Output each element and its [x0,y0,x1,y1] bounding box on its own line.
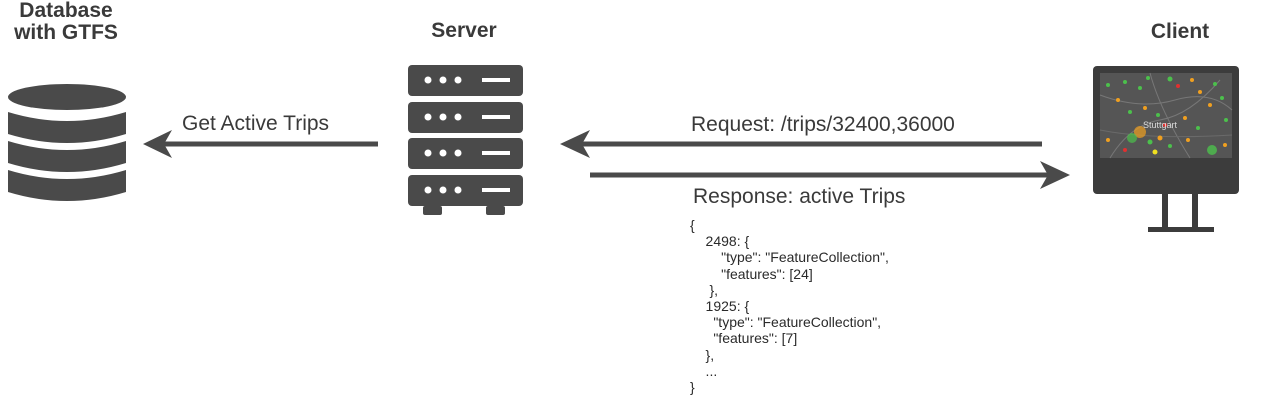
database-title-line1: Database [19,0,113,22]
arrow-response [590,161,1070,189]
server-title: Server [431,19,497,42]
json-line: } [690,379,695,396]
json-line: }, [690,281,719,298]
arrow-request [560,130,1042,158]
json-line: ... [690,362,718,379]
client-title: Client [1150,20,1210,43]
json-line: "type": "FeatureCollection", [690,314,882,331]
json-line: "features": [7] [690,330,798,347]
json-line: 1925: { [690,298,750,315]
get-active-trips-label: Get Active Trips [182,112,330,135]
server-icon [408,65,523,215]
response-label: Response: active Trips [693,185,906,208]
database-title-line2: with GTFS [14,21,118,44]
map-city-label: Stuttgart [1143,120,1178,130]
json-line: }, [690,346,715,363]
json-line: 2498: { [690,233,750,250]
client-monitor-icon: Stuttgart [1093,66,1239,232]
request-label: Request: /trips/32400,36000 [691,113,955,136]
json-line: "type": "FeatureCollection", [690,249,889,266]
database-title: Database with GTFS [0,0,132,44]
arrow-get-active-trips [143,130,378,158]
json-line: { [690,217,695,233]
json-line: "features": [24] [690,265,813,282]
response-json: { 2498: { "type": "FeatureCollection", "… [690,217,889,395]
database-icon [8,84,126,201]
map-markers [1106,76,1228,155]
